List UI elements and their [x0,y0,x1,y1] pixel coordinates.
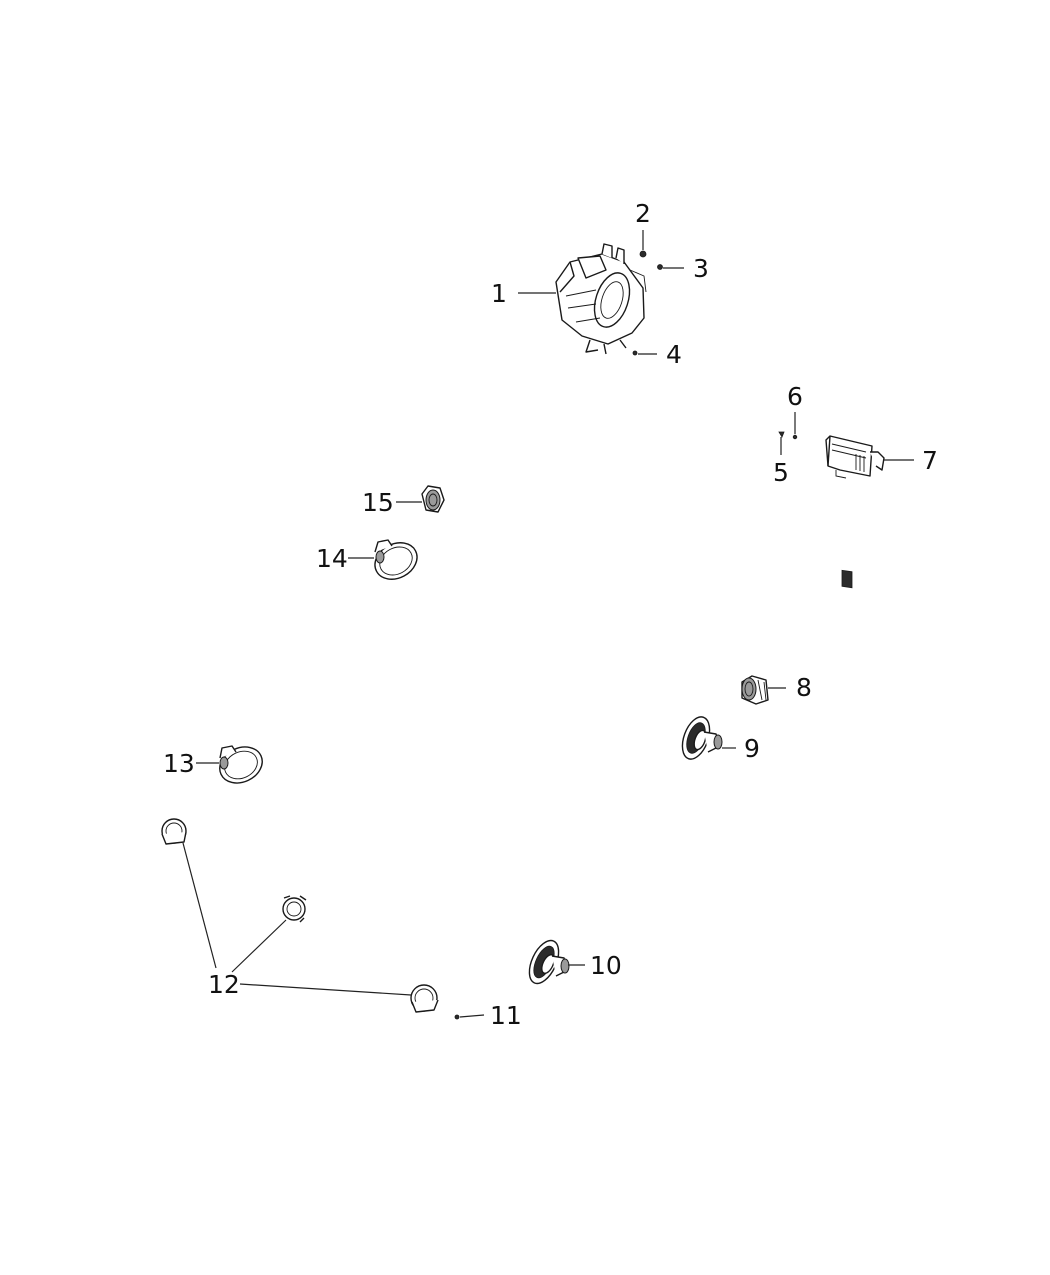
callout-7: 7 [922,446,938,475]
callout-14: 14 [316,544,348,573]
callout-9: 9 [744,734,760,763]
callout-6: 6 [787,382,803,411]
part-14-speaker [374,539,418,580]
callout-12: 12 [208,970,240,999]
part-7-amplifier [825,435,885,589]
part-12-speaker-a [161,818,187,845]
leader-12-a [182,842,217,969]
part-5-pin [778,431,785,438]
callout-4: 4 [666,340,682,369]
leader-12-b [231,919,287,973]
callout-2: 2 [635,199,651,228]
part-12-speaker-b [282,895,307,923]
callout-3: 3 [693,254,709,283]
part-12-speaker-c [410,984,439,1013]
part-2-fastener [639,250,647,258]
part-9-speaker [681,716,723,760]
part-1-subwoofer-enclosure [555,243,647,355]
callout-8: 8 [796,673,812,702]
part-11-screw [454,1014,460,1020]
part-6-pin [792,434,798,440]
callout-13: 13 [163,749,195,778]
part-15-tweeter [421,485,445,513]
callout-15: 15 [362,488,394,517]
part-13-speaker [219,745,263,784]
leader-11 [459,1014,485,1018]
callout-11: 11 [490,1001,522,1030]
part-8-tweeter [741,675,769,705]
leader-12-c [239,983,412,996]
callout-5: 5 [773,458,789,487]
part-3-screw [657,264,663,270]
part-4-screw [632,350,638,356]
callout-1: 1 [491,279,507,308]
callout-10: 10 [590,951,622,980]
part-10-speaker [528,939,570,985]
